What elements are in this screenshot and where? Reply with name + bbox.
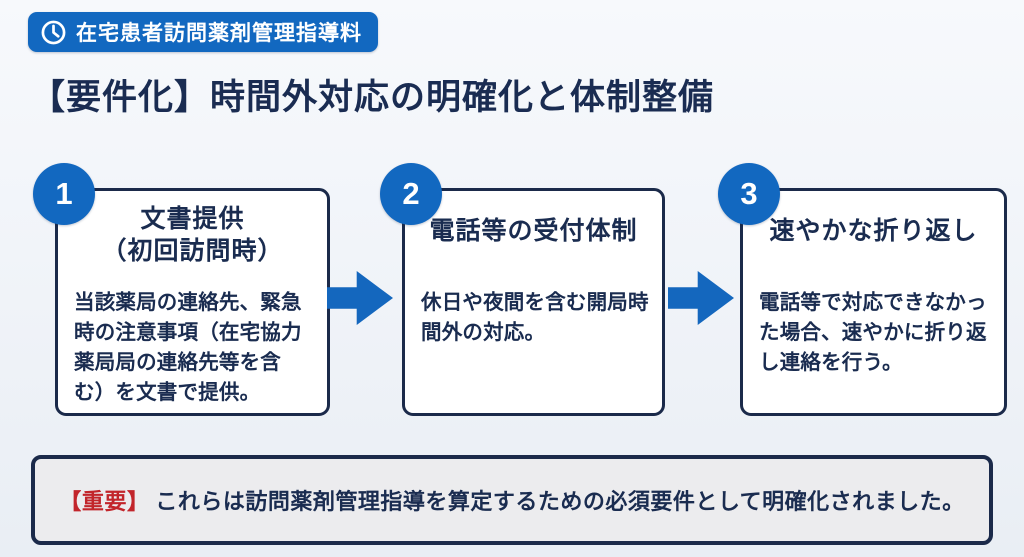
step-title-2: 電話等の受付体制: [429, 217, 638, 245]
category-badge-label: 在宅患者訪問薬剤管理指導料: [76, 22, 362, 45]
step-body-2: 休日や夜間を含む開局時 間外の対応。: [421, 291, 649, 344]
step-body-3: 電話等で対応できなかっ た場合、速やかに折り返 し連絡を行う。: [759, 291, 987, 374]
step-card-3: 3 速やかな折り返し 電話等で対応できなかっ た場合、速やかに折り返 し連絡を行…: [718, 163, 1007, 416]
important-label: 【重要】: [59, 489, 150, 514]
step-card-1: 1 文書提供 （初回訪問時） 当該薬局の連絡先、緊急 時の注意事項（在宅協力 薬…: [33, 163, 330, 416]
page-title: 【要件化】時間外対応の明確化と体制整備: [30, 78, 715, 117]
arrow-right-icon-1: [327, 271, 393, 325]
step-number-badge-2: 2: [380, 163, 442, 225]
step-card-2: 2 電話等の受付体制 休日や夜間を含む開局時 間外の対応。: [380, 163, 665, 416]
step-title-1: 文書提供 （初回訪問時）: [101, 205, 284, 265]
arrow-right-icon-2: [668, 271, 734, 325]
important-text: これらは訪問薬剤管理指導を算定するための必須要件として明確化されました。: [155, 489, 965, 514]
step-number-badge-1: 1: [33, 163, 95, 225]
step-title-3: 速やかな折り返し: [769, 217, 978, 245]
clock-icon: [40, 19, 67, 46]
step-body-1: 当該薬局の連絡先、緊急 時の注意事項（在宅協力 薬局局の連絡先等を含 む）を文書…: [74, 291, 302, 404]
category-badge: 在宅患者訪問薬剤管理指導料: [28, 12, 378, 52]
step-number-badge-3: 3: [718, 163, 780, 225]
important-note: 【重要】 これらは訪問薬剤管理指導を算定するための必須要件として明確化されました…: [31, 455, 993, 545]
